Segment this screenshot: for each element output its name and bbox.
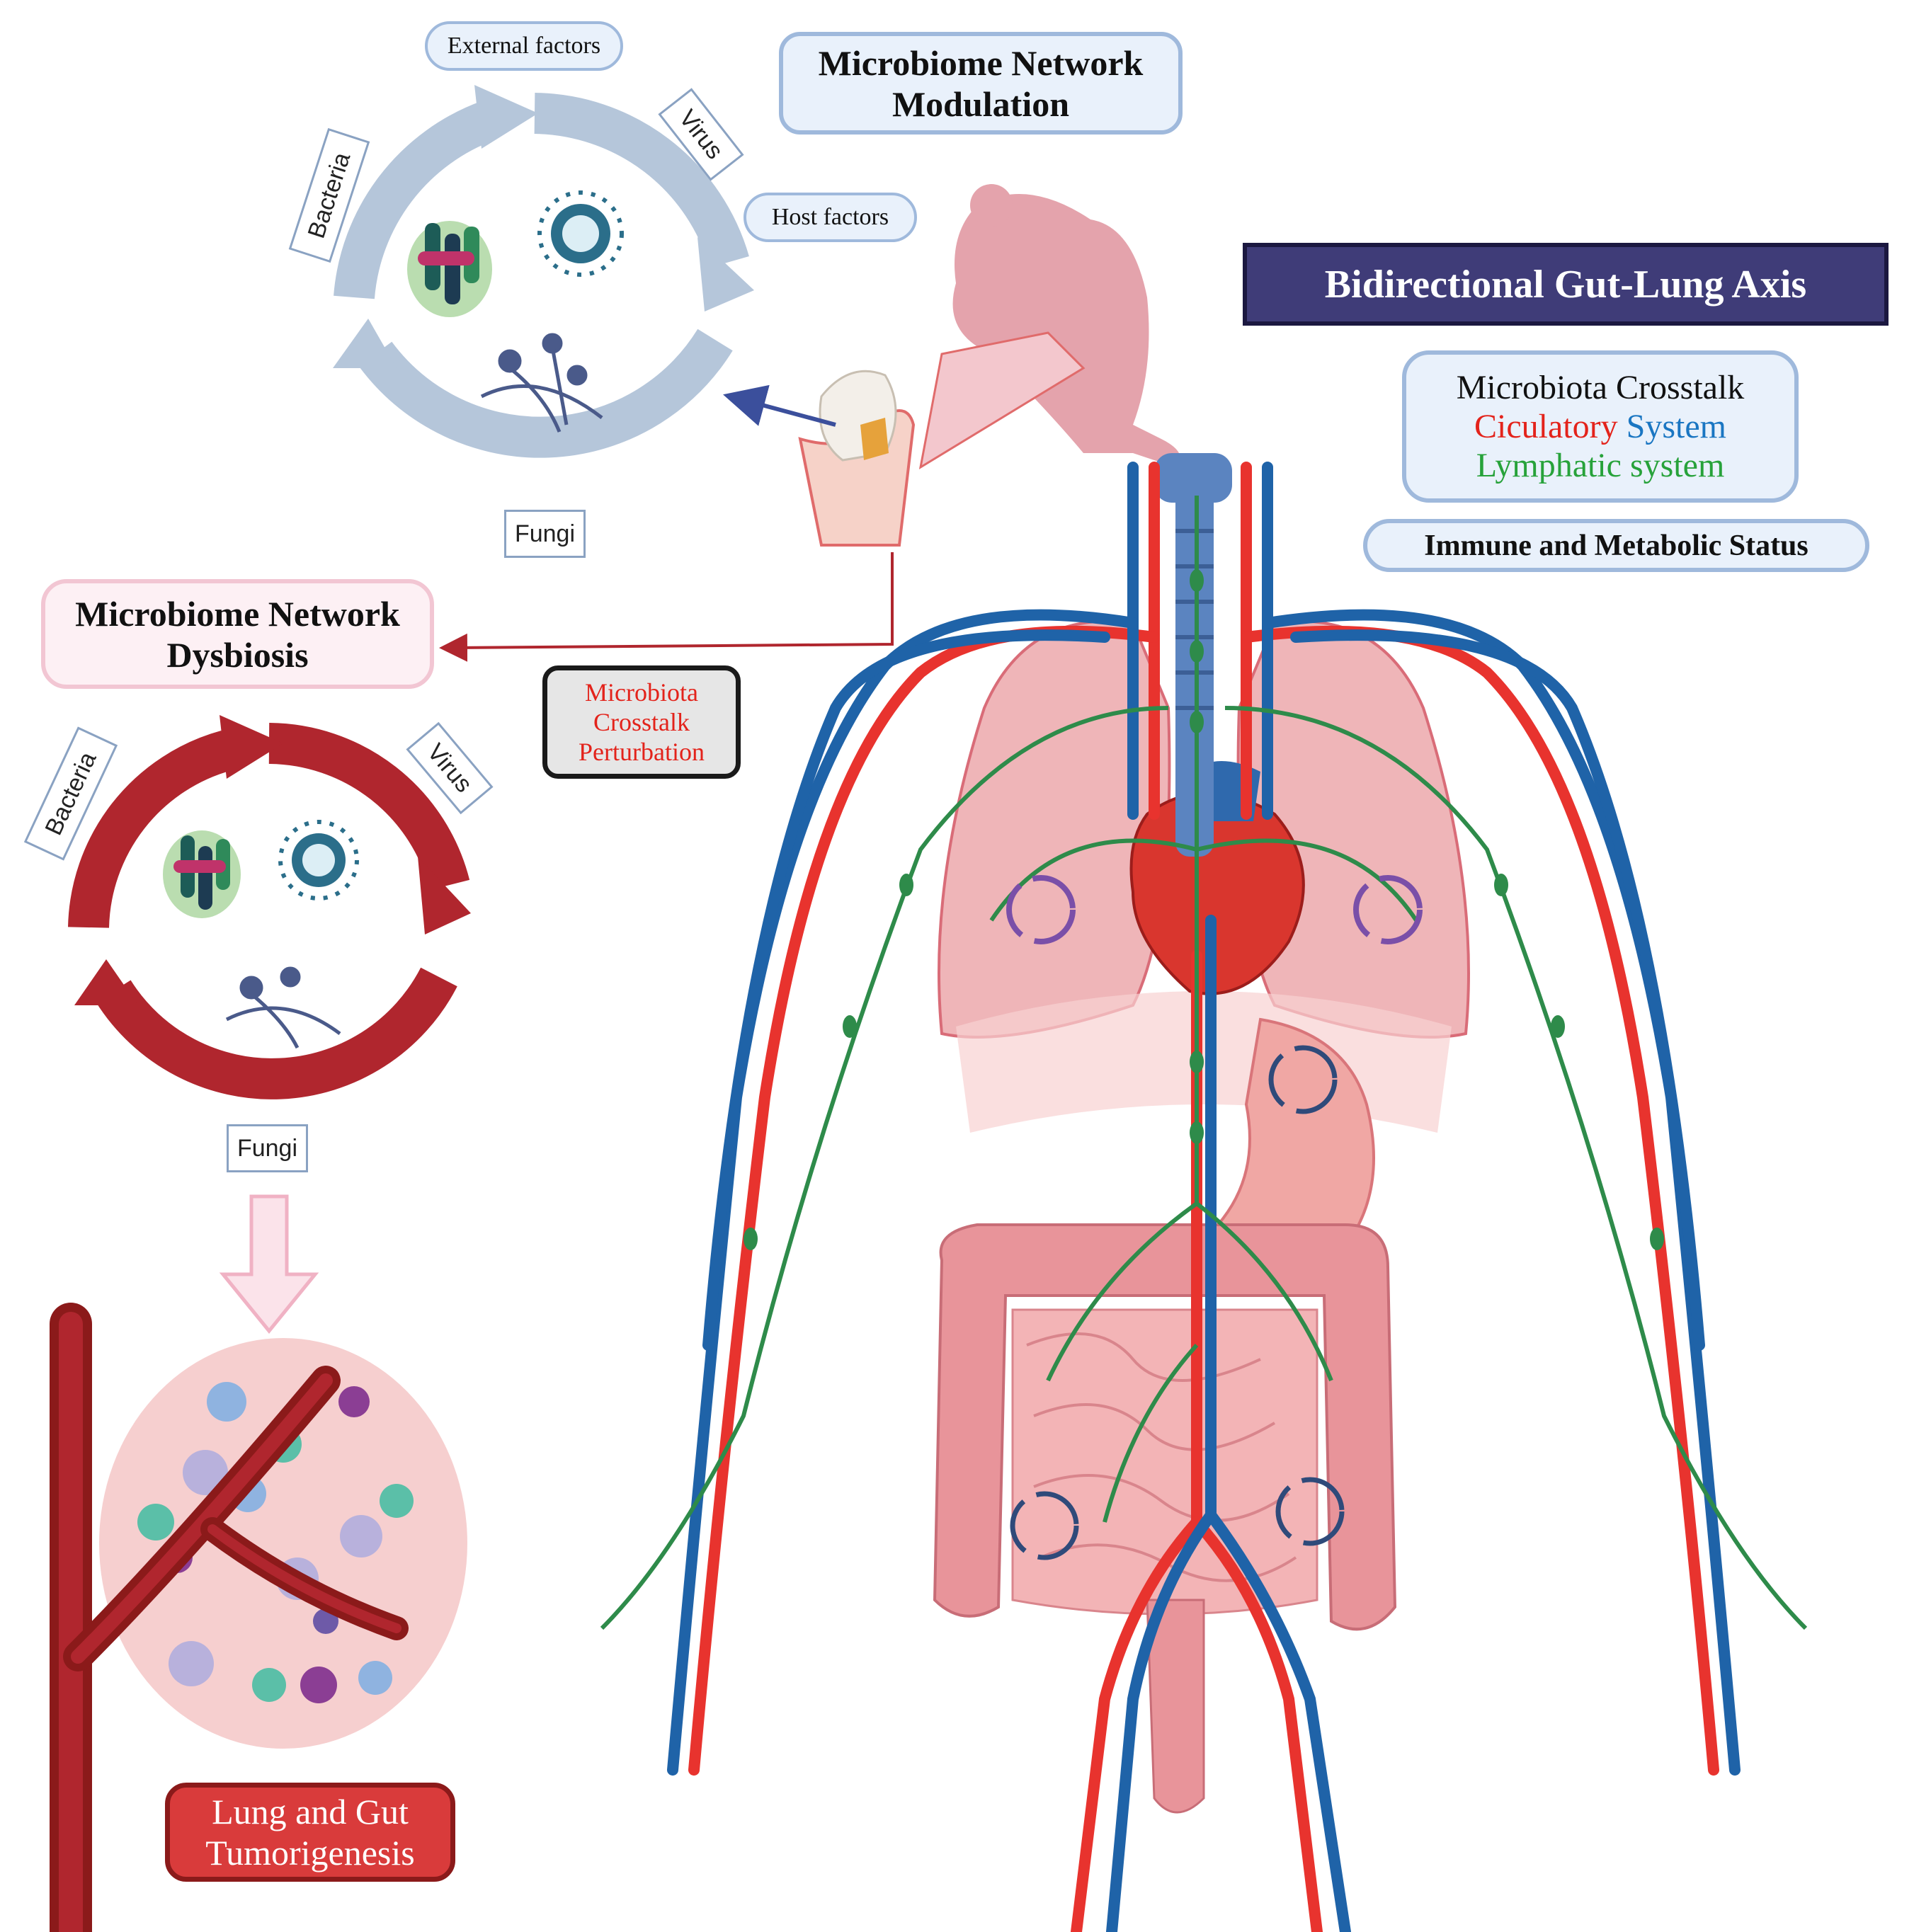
gut-mini-cycle-left: [1010, 1491, 1079, 1560]
healthy-fungi-icon: [480, 333, 603, 433]
tumorigenesis-line2: Tumorigenesis: [205, 1833, 415, 1873]
crosstalk-box: Microbiota Crosstalk Ciculatory System L…: [1402, 350, 1799, 503]
lung-mini-cycle-left: [1006, 875, 1076, 944]
perturbation-line2: Crosstalk: [593, 708, 690, 736]
immune-status-box: Immune and Metabolic Status: [1363, 519, 1869, 572]
large-intestine: [933, 1223, 1397, 1631]
healthy-fungi-label: Fungi: [504, 510, 586, 558]
external-factors-text: External factors: [447, 33, 601, 59]
lymph-nodes: [744, 569, 1664, 1250]
gut-mini-cycle-right: [1275, 1477, 1345, 1546]
host-factors-label: Host factors: [744, 193, 917, 242]
lung-mini-cycle-right: [1353, 875, 1423, 944]
tumorigenesis-line1: Lung and Gut: [212, 1792, 409, 1831]
dysbiosis-cycle: [68, 715, 471, 1099]
system-word: System: [1626, 408, 1726, 445]
tumor-microenvironment: [99, 1338, 467, 1749]
down-arrow-to-tumor: [219, 1194, 319, 1334]
crosstalk-line1: Microbiota Crosstalk: [1456, 369, 1745, 406]
tooth-to-modulation-arrow: [723, 384, 836, 427]
axis-title: Bidirectional Gut-Lung Axis: [1243, 243, 1889, 326]
immune-status-text: Immune and Metabolic Status: [1424, 529, 1808, 562]
oral-zoom-cone: [918, 331, 1086, 470]
modulation-title: Microbiome Network Modulation: [779, 32, 1183, 135]
modulation-title-line2: Modulation: [892, 84, 1070, 124]
modulation-title-line1: Microbiome Network: [818, 42, 1144, 83]
dysbiosis-title-line1: Microbiome Network: [75, 593, 400, 634]
oral-cavity: [952, 184, 1180, 467]
host-factors-text: Host factors: [771, 204, 889, 230]
crosstalk-perturbation-arrow: [439, 552, 894, 662]
dysbiosis-fungi-text: Fungi: [237, 1134, 298, 1162]
dysbiosis-title: Microbiome Network Dysbiosis: [41, 579, 434, 689]
perturbation-line1: Microbiota: [585, 678, 698, 707]
crosstalk-line3: Lymphatic system: [1476, 447, 1725, 484]
rectum: [1146, 1599, 1205, 1814]
dysbiosis-virus-icon: [278, 820, 359, 901]
stomach-mini-cycle: [1268, 1045, 1338, 1114]
perturbation-line3: Perturbation: [579, 738, 705, 766]
dysbiosis-fungi-icon: [225, 966, 341, 1049]
perturbation-box: Microbiota Crosstalk Perturbation: [542, 665, 741, 779]
healthy-virus-icon: [537, 190, 624, 277]
blood-vessel: [50, 1303, 409, 1932]
dysbiosis-bacteria-icon: [163, 830, 241, 918]
circulatory-word: Ciculatory: [1474, 408, 1618, 445]
external-factors-label: External factors: [425, 21, 623, 71]
healthy-bacteria-icon: [407, 221, 492, 317]
crosstalk-line2: Ciculatory System: [1474, 407, 1726, 446]
axis-title-text: Bidirectional Gut-Lung Axis: [1324, 262, 1807, 307]
dysbiosis-title-line2: Dysbiosis: [166, 634, 309, 675]
healthy-cycle: [333, 85, 754, 458]
small-intestine: [1011, 1308, 1318, 1616]
lymphatic-vessels: [600, 496, 1808, 1630]
circulatory-arteries: [688, 462, 1719, 1932]
dysbiosis-fungi-label: Fungi: [227, 1124, 308, 1172]
healthy-fungi-text: Fungi: [514, 520, 576, 547]
tooth-icon: [798, 370, 916, 547]
tumorigenesis-box: Lung and Gut Tumorigenesis: [165, 1783, 455, 1882]
